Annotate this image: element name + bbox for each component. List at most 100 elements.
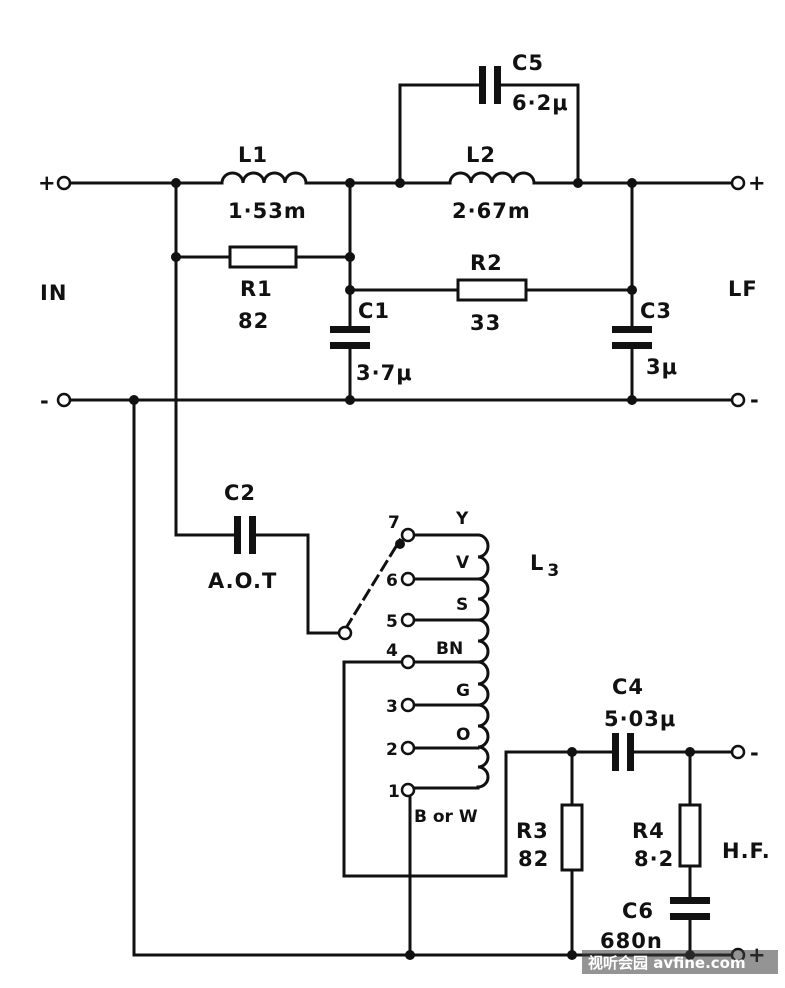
junction-dot bbox=[345, 178, 355, 188]
c3-name: C3 bbox=[640, 299, 672, 323]
l3-subscript: 3 bbox=[547, 561, 560, 581]
in-plus-terminal bbox=[56, 175, 72, 191]
lf-minus-terminal bbox=[730, 392, 746, 408]
tap-contact bbox=[400, 782, 416, 798]
tap-color: V bbox=[456, 553, 470, 573]
tap-contact bbox=[400, 612, 416, 628]
c3-capacitor bbox=[612, 342, 652, 349]
l3-letter: L bbox=[530, 551, 544, 575]
c6-name: C6 bbox=[622, 899, 654, 923]
c1-value: 3·7μ bbox=[356, 361, 413, 385]
l2-name: L2 bbox=[466, 143, 496, 167]
hf-minus-label: - bbox=[750, 741, 760, 765]
tap4-wire bbox=[342, 660, 614, 878]
lf-plus-terminal bbox=[730, 175, 746, 191]
r3-name: R3 bbox=[516, 819, 549, 843]
junction-dot bbox=[627, 285, 637, 295]
tap-number: 5 bbox=[386, 612, 398, 632]
tap-color: BN bbox=[436, 639, 463, 659]
tap-number: 6 bbox=[386, 571, 398, 591]
tap-contact bbox=[400, 697, 416, 713]
c2-name: C2 bbox=[224, 481, 256, 505]
c2-capacitor bbox=[249, 516, 256, 554]
c5-name: C5 bbox=[512, 51, 544, 75]
junction-dot bbox=[573, 178, 583, 188]
r2-value: 33 bbox=[470, 311, 501, 335]
junction-dot bbox=[171, 178, 181, 188]
lf-label: LF bbox=[728, 277, 758, 301]
junction-dot bbox=[567, 747, 577, 757]
l3-coil bbox=[476, 533, 490, 789]
c6-capacitor bbox=[670, 897, 710, 904]
in-plus-label: + bbox=[38, 171, 57, 195]
c2-value: A.O.T bbox=[208, 569, 277, 593]
c4-name: C4 bbox=[612, 675, 644, 699]
tap-color: O bbox=[456, 725, 470, 745]
c2-wire bbox=[253, 533, 342, 635]
c1-capacitor bbox=[330, 342, 370, 349]
c4-capacitor bbox=[612, 733, 619, 771]
in-minus-label: - bbox=[40, 389, 50, 413]
junction-dot bbox=[129, 395, 139, 405]
c6-value: 680n bbox=[600, 929, 663, 953]
tap-color: B or W bbox=[414, 807, 478, 827]
tap-contact bbox=[400, 527, 416, 543]
c3-capacitor bbox=[612, 326, 652, 333]
l2-inductor bbox=[448, 171, 536, 184]
in-label: IN bbox=[40, 281, 67, 305]
lf-minus-label: - bbox=[750, 388, 760, 412]
tap-color: Y bbox=[455, 509, 469, 529]
r2-name: R2 bbox=[470, 251, 503, 275]
l1-inductor bbox=[220, 171, 308, 184]
junction-dot bbox=[627, 178, 637, 188]
r2-resistor bbox=[456, 278, 528, 302]
tap-number: 2 bbox=[386, 740, 398, 760]
junction-dot bbox=[395, 178, 405, 188]
watermark: 视听会园 avfine.com bbox=[588, 954, 746, 972]
tap-color: G bbox=[456, 681, 470, 701]
tap-contact bbox=[400, 654, 416, 670]
c1-name: C1 bbox=[358, 299, 390, 323]
in-minus-terminal bbox=[56, 392, 72, 408]
r3-value: 82 bbox=[518, 847, 549, 871]
junction-dot bbox=[627, 395, 637, 405]
tap-contact bbox=[400, 740, 416, 756]
c4-value: 5·03μ bbox=[604, 707, 676, 731]
junction-dot bbox=[345, 285, 355, 295]
r1-name: R1 bbox=[240, 277, 273, 301]
tap-number: 7 bbox=[388, 513, 400, 533]
watermark-backdrop bbox=[582, 950, 778, 974]
l2-value: 2·67m bbox=[452, 199, 531, 223]
junction-dot bbox=[171, 252, 181, 262]
c6-capacitor bbox=[670, 913, 710, 920]
junction-dot bbox=[345, 395, 355, 405]
c5-bypass-wire bbox=[398, 83, 482, 185]
r3-resistor bbox=[560, 803, 584, 872]
c5-capacitor bbox=[479, 66, 486, 104]
tap-number: 1 bbox=[388, 782, 400, 802]
hf-label: H.F. bbox=[722, 839, 771, 863]
r4-name: R4 bbox=[632, 819, 665, 843]
r4-resistor bbox=[678, 803, 702, 868]
junction-dot bbox=[567, 950, 577, 960]
junction-dot bbox=[405, 950, 415, 960]
c5-bypass-wire bbox=[498, 83, 580, 185]
tap-number: 4 bbox=[386, 641, 398, 661]
c3-value: 3μ bbox=[646, 355, 678, 379]
c5-value: 6·2μ bbox=[512, 91, 569, 115]
l1-name: L1 bbox=[238, 143, 268, 167]
c2-capacitor bbox=[234, 516, 241, 554]
r1-value: 82 bbox=[238, 309, 269, 333]
lf-plus-label: + bbox=[748, 171, 767, 195]
c1-capacitor bbox=[330, 326, 370, 333]
junction-dot bbox=[395, 539, 405, 549]
tap-color: S bbox=[456, 595, 468, 615]
switch-pivot bbox=[337, 625, 353, 641]
r4-value: 8·2 bbox=[634, 847, 674, 871]
hf-minus-terminal bbox=[730, 744, 746, 760]
c4-capacitor bbox=[627, 733, 634, 771]
junction-dot bbox=[685, 747, 695, 757]
r1-resistor bbox=[228, 245, 298, 269]
